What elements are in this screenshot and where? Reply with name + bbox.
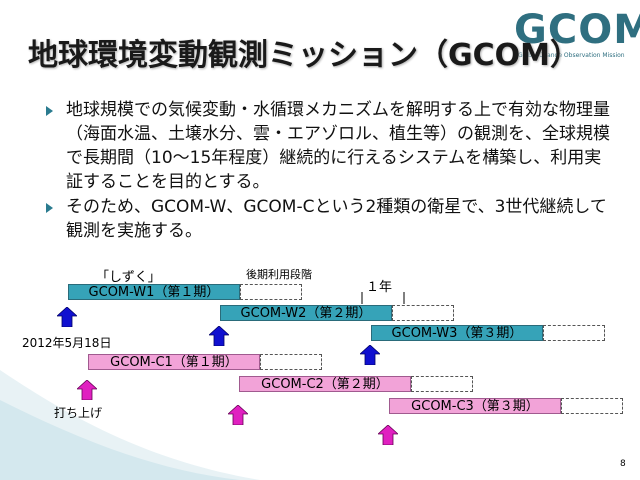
bullet-item: そのため、GCOM-W、GCOM-Cという2種類の衛星で、3世代継続して観測を実… [46, 195, 616, 243]
page-number: 8 [620, 459, 626, 469]
c2-launch-arrow-icon [228, 405, 248, 425]
decorative-swoosh [0, 370, 260, 480]
launch-date-label: 2012年5月18日 [22, 336, 112, 350]
gcom-w1-bar: GCOM-W1（第１期） [68, 284, 240, 300]
bullet-item: 地球規模での気候変動・水循環メカニズムを解明する上で有効な物理量（海面水温、土壌… [46, 98, 616, 194]
gcom-w3-extension [543, 325, 605, 341]
c1-launch-arrow-icon [77, 380, 97, 400]
gcom-c3-bar: GCOM-C3（第３期） [389, 398, 561, 414]
gcom-logo: GCOM Global Change Observation Mission [508, 8, 640, 66]
bullet-text: そのため、GCOM-W、GCOM-Cという2種類の衛星で、3世代継続して観測を実… [66, 197, 607, 241]
slide-title: 地球環境変動観測ミッション（GCOM） [28, 38, 580, 73]
gcom-w1-extension [240, 284, 302, 300]
gcom-c3-extension [561, 398, 623, 414]
launch-label: 打ち上げ [54, 406, 103, 420]
bullet-arrow-icon [46, 106, 53, 116]
gcom-c1-extension [260, 354, 322, 370]
bullet-text: 地球規模での気候変動・水循環メカニズムを解明する上で有効な物理量（海面水温、土壌… [66, 100, 610, 192]
one-year-label: １年 [366, 280, 393, 295]
later-use-label: 後期利用段階 [246, 268, 312, 281]
w2-launch-arrow-icon [209, 326, 229, 346]
shizuku-label: 「しずく」 [96, 270, 161, 285]
gcom-c1-bar: GCOM-C1（第１期） [88, 354, 260, 370]
gcom-w3-bar: GCOM-W3（第３期） [371, 325, 543, 341]
gcom-c2-extension [411, 376, 473, 392]
gcom-c2-bar: GCOM-C2（第２期） [239, 376, 411, 392]
logo-tagline: Global Change Observation Mission [518, 52, 625, 59]
logo-word: GCOM [514, 7, 640, 53]
gcom-w2-bar: GCOM-W2（第２期） [220, 305, 392, 321]
c3-launch-arrow-icon [378, 425, 398, 445]
bullet-arrow-icon [46, 203, 53, 213]
gcom-w2-extension [392, 305, 454, 321]
w3-launch-arrow-icon [360, 345, 380, 365]
one-year-bracket [361, 292, 405, 304]
w1-launch-arrow-icon [57, 307, 77, 327]
